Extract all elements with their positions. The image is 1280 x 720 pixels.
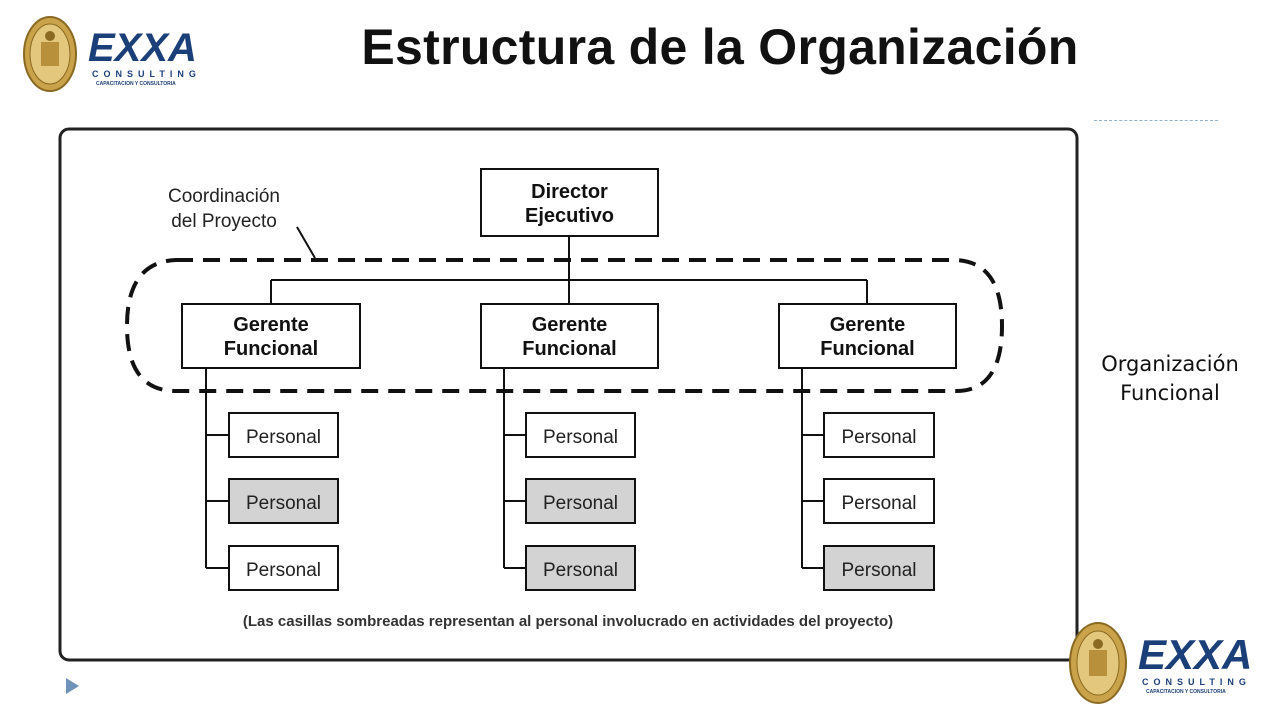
staff-label: Personal <box>246 493 321 514</box>
staff-box: Personal <box>525 478 636 524</box>
manager-box: Gerente Funcional <box>778 303 957 369</box>
director-label-line2: Ejecutivo <box>525 205 614 227</box>
staff-box: Personal <box>823 412 935 458</box>
staff-label: Personal <box>246 427 321 448</box>
staff-box: Personal <box>228 412 339 458</box>
university-seal-icon <box>1069 622 1127 704</box>
divider <box>1094 120 1218 121</box>
staff-label: Personal <box>842 560 917 581</box>
staff-box: Personal <box>823 478 935 524</box>
manager-label-line2: Funcional <box>820 338 914 360</box>
manager-label-line1: Gerente <box>830 314 906 336</box>
logo-brand-text: EXXA <box>88 26 197 70</box>
manager-label-line1: Gerente <box>233 314 309 336</box>
staff-label: Personal <box>543 427 618 448</box>
logo-sub-text: CONSULTING <box>92 69 201 79</box>
coordination-ellipse <box>124 258 1005 393</box>
staff-label: Personal <box>842 427 917 448</box>
next-slide-arrow-icon[interactable] <box>66 678 79 694</box>
manager-label-line2: Funcional <box>224 338 318 360</box>
diagram-footnote: (Las casillas sombreadas representan al … <box>243 613 893 630</box>
manager-label-line1: Gerente <box>532 314 608 336</box>
university-seal-icon <box>23 16 77 92</box>
logo-tagline-text: CAPACITACION Y CONSULTORIA <box>96 81 176 87</box>
director-box: Director Ejecutivo <box>480 168 659 237</box>
coordination-pointer <box>296 226 316 259</box>
staff-label: Personal <box>842 493 917 514</box>
staff-label: Personal <box>543 560 618 581</box>
staff-box: Personal <box>525 545 636 591</box>
staff-box: Personal <box>228 478 339 524</box>
side-note-line2: Funcional <box>1120 381 1220 405</box>
manager-box: Gerente Funcional <box>181 303 361 369</box>
coordination-label-line2: del Proyecto <box>171 211 277 232</box>
coordination-label-line1: Coordinación <box>168 186 280 207</box>
connector-lines <box>205 236 868 569</box>
logo-sub-text: CONSULTING <box>1142 677 1251 687</box>
staff-box: Personal <box>823 545 935 591</box>
staff-label: Personal <box>543 493 618 514</box>
staff-box: Personal <box>525 412 636 458</box>
exxa-logo-top: EXXA CONSULTING CAPACITACION Y CONSULTOR… <box>22 14 212 94</box>
side-note: Organización Funcional <box>1090 350 1250 408</box>
exxa-logo-bottom: EXXA CONSULTING CAPACITACION Y CONSULTOR… <box>1068 620 1268 706</box>
staff-label: Personal <box>246 560 321 581</box>
logo-tagline-text: CAPACITACION Y CONSULTORIA <box>1146 689 1226 695</box>
page-title: Estructura de la Organización <box>361 19 1079 75</box>
director-label-line1: Director <box>531 181 608 203</box>
manager-box: Gerente Funcional <box>480 303 659 369</box>
manager-label-line2: Funcional <box>522 338 616 360</box>
logo-brand-text: EXXA <box>1138 631 1253 678</box>
staff-box: Personal <box>228 545 339 591</box>
side-note-line1: Organización <box>1101 352 1239 376</box>
